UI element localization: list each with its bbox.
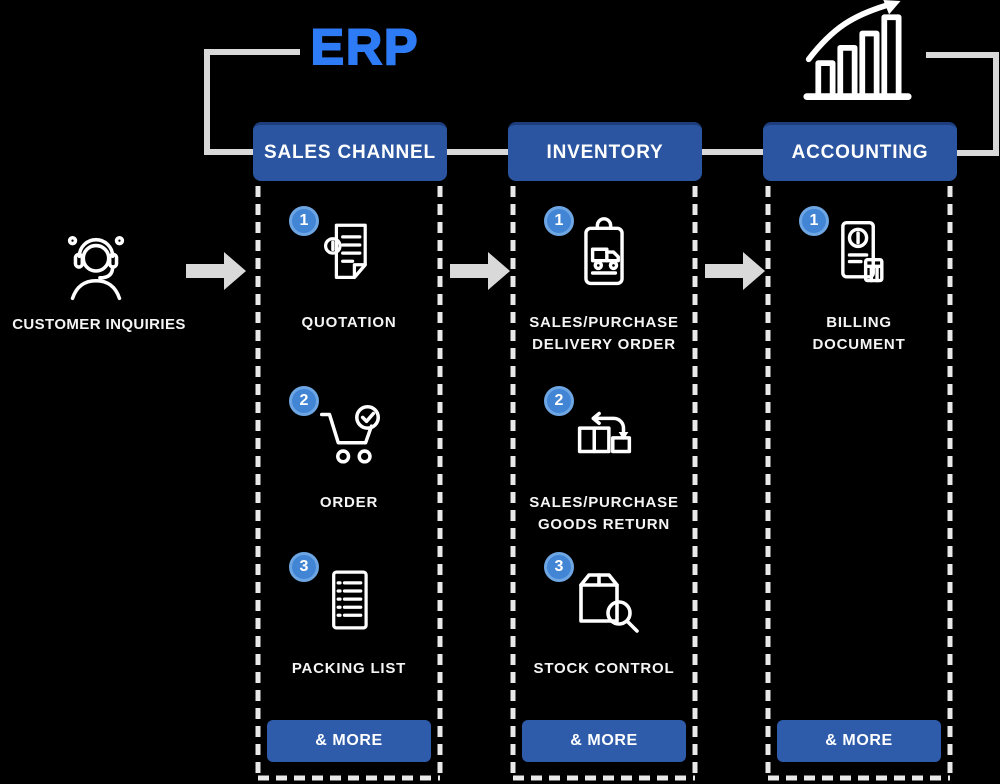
icon-wrap: 2 xyxy=(258,386,440,478)
step-label: PACKING LIST xyxy=(291,660,407,677)
step-stock-control: 3 STOCK CONTROL xyxy=(513,552,695,680)
sales-channel-header: SALES CHANNEL xyxy=(253,122,447,181)
step-badge: 1 xyxy=(799,206,829,236)
step-label: BILLING DOCUMENT xyxy=(812,314,906,353)
inventory-header: INVENTORY xyxy=(508,122,702,181)
icon-wrap: 1 xyxy=(258,206,440,298)
flow-arrow-icon xyxy=(705,252,765,290)
icon-wrap: 1 xyxy=(768,206,950,298)
sales-channel-more-button[interactable]: & MORE xyxy=(267,720,431,762)
step-label: SALES/PURCHASE GOODS RETURN xyxy=(529,494,679,533)
step-quotation: 1 QUOTATION xyxy=(258,206,440,334)
icon-wrap: 2 xyxy=(513,386,695,478)
packing-list-icon xyxy=(332,570,368,630)
inventory-more-button[interactable]: & MORE xyxy=(522,720,686,762)
step-badge: 3 xyxy=(289,552,319,582)
shopping-cart-icon xyxy=(319,404,381,464)
step-packing-list: 3 PACKING LIST xyxy=(258,552,440,680)
goods-return-icon xyxy=(577,411,632,454)
step-badge: 2 xyxy=(289,386,319,416)
stock-control-icon xyxy=(579,573,639,633)
step-badge: 1 xyxy=(289,206,319,236)
step-label: ORDER xyxy=(319,494,379,511)
customer-inquiries-label: CUSTOMER INQUIRIES xyxy=(12,316,186,333)
step-badge: 2 xyxy=(544,386,574,416)
icon-wrap: 3 xyxy=(513,552,695,644)
icon-wrap: 1 xyxy=(513,206,695,298)
step-label: SALES/PURCHASE DELIVERY ORDER xyxy=(529,314,679,353)
flow-arrow-icon xyxy=(450,252,510,290)
flow-arrow-icon xyxy=(186,252,246,290)
step-order: 2 ORDER xyxy=(258,386,440,514)
step-badge: 1 xyxy=(544,206,574,236)
step-billing-document: 1 BILLING DOCUMENT xyxy=(768,206,950,356)
icon-wrap: 3 xyxy=(258,552,440,644)
quotation-document-icon xyxy=(323,223,367,280)
step-label: STOCK CONTROL xyxy=(533,660,675,677)
accounting-header: ACCOUNTING xyxy=(763,122,957,181)
step-delivery-order: 1 SALES/PURCHASE DELIVERY ORDER xyxy=(513,206,695,356)
step-goods-return: 2 SALES/PURCHASE GOODS RETURN xyxy=(513,386,695,536)
step-badge: 3 xyxy=(544,552,574,582)
customer-support-icon xyxy=(67,235,125,301)
accounting-more-button[interactable]: & MORE xyxy=(777,720,941,762)
step-label: QUOTATION xyxy=(301,314,397,331)
billing-document-icon xyxy=(841,220,884,283)
erp-title: ERP xyxy=(310,18,420,76)
growth-chart-icon xyxy=(803,0,912,100)
delivery-order-icon xyxy=(584,217,624,286)
